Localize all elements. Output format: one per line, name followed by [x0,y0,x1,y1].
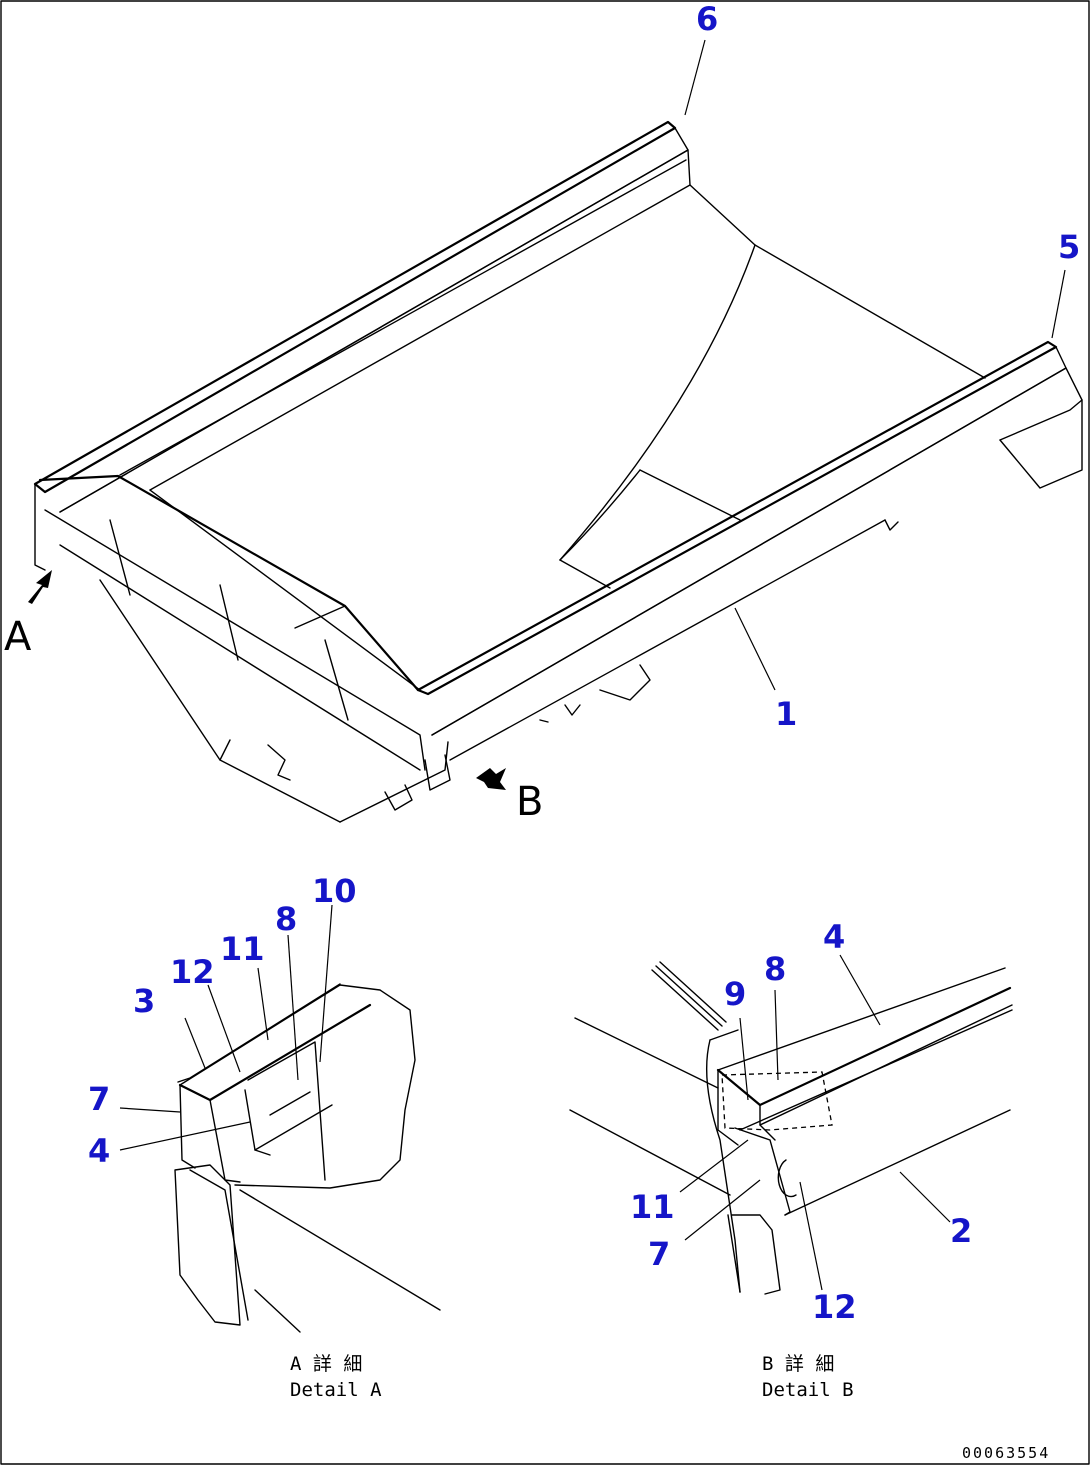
drawing-code: 00063554 [962,1444,1050,1462]
view-letter-a: A [4,614,32,660]
detail-a-callout-3: 3 [133,982,155,1020]
callout-5: 5 [1058,228,1080,266]
callout-1: 1 [775,695,797,733]
detail-b-callout-4: 4 [823,918,845,956]
detail-a-callout-7: 7 [88,1080,110,1118]
callout-6: 6 [696,0,718,38]
detail-a-caption-en: Detail A [290,1379,382,1401]
detail-b-callout-9: 9 [724,975,746,1013]
detail-a-drawing [174,983,441,1333]
view-arrow-a [28,570,52,604]
detail-b-callout-11: 11 [630,1188,675,1226]
detail-b-caption-en: Detail B [762,1379,854,1401]
detail-b-callout-2: 2 [950,1212,972,1250]
detail-b-caption-jp: B 詳 細 [762,1353,834,1375]
dump-body-drawing [33,120,1083,823]
detail-a-callout-11: 11 [220,930,265,968]
detail-b-callout-7: 7 [648,1235,670,1273]
detail-a-callout-8: 8 [275,900,297,938]
detail-b-callout-8: 8 [764,950,786,988]
view-arrow-b [476,768,506,790]
detail-a-callout-4: 4 [88,1132,110,1170]
detail-b-drawing [569,961,1013,1295]
detail-a-callout-12: 12 [170,953,215,991]
detail-b-callout-12: 12 [812,1288,857,1326]
view-letter-b: B [516,779,543,825]
detail-a-callout-10: 10 [312,872,357,910]
detail-a-caption-jp: A 詳 細 [290,1353,362,1375]
